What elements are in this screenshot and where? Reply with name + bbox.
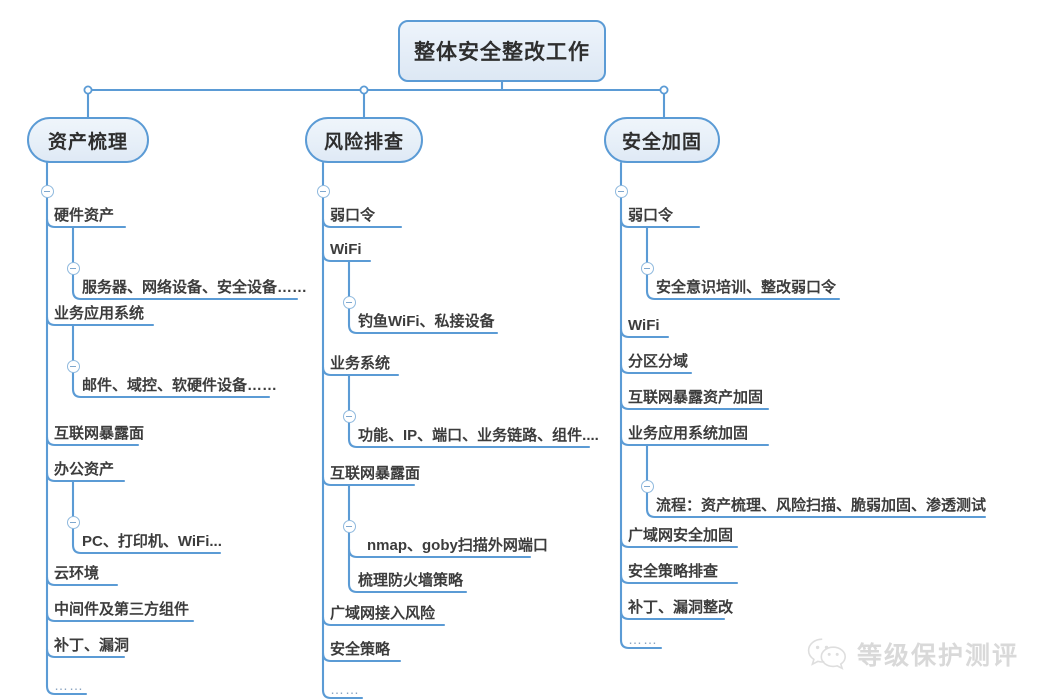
branch-node-label: 资产梳理	[47, 131, 128, 153]
collapse-toggle-asset-trunk[interactable]	[40, 185, 54, 198]
junction-dot	[83, 85, 93, 95]
collapse-toggle-risk-trunk[interactable]	[316, 185, 330, 198]
topic-wifi-hardening[interactable]: WiFi	[628, 317, 660, 334]
junction-dot	[359, 85, 369, 95]
topic-office-assets[interactable]: 办公资产	[54, 461, 115, 478]
branch-node-risk-investigation[interactable]: 风险排查	[305, 117, 423, 163]
topic-port-scan-detail[interactable]: nmap、goby扫描外网端口	[367, 537, 548, 554]
topic-patch-vulnerability-remediation[interactable]: 补丁、漏洞整改	[628, 599, 734, 616]
topic-business-application-systems[interactable]: 业务应用系统	[54, 305, 145, 322]
topic-wan-access-risk[interactable]: 广域网接入风险	[330, 605, 436, 622]
collapse-toggle-hardware-assets[interactable]	[66, 262, 80, 275]
topic-office-assets-detail[interactable]: PC、打印机、WiFi...	[82, 533, 222, 550]
topic-internet-exposure-surface[interactable]: 互联网暴露面	[54, 425, 145, 442]
watermark: 等级保护测评	[806, 636, 1019, 672]
collapse-toggle-hardening-trunk[interactable]	[614, 185, 628, 198]
collapse-toggle-weak-password-hardening[interactable]	[640, 262, 654, 275]
topic-business-application-hardening[interactable]: 业务应用系统加固	[628, 425, 749, 442]
topic-awareness-training-detail[interactable]: 安全意识培训、整改弱口令	[656, 279, 837, 296]
topic-patches-vulnerabilities[interactable]: 补丁、漏洞	[54, 637, 130, 654]
branch-node-asset-inventory[interactable]: 资产梳理	[27, 117, 149, 163]
root-node-label: 整体安全整改工作	[414, 41, 590, 64]
topic-more-ellipsis[interactable]: ……	[628, 631, 658, 647]
junction-dot	[659, 85, 669, 95]
topic-wifi-detail[interactable]: 钓鱼WiFi、私接设备	[358, 313, 495, 330]
topic-more-ellipsis[interactable]: ……	[330, 681, 360, 697]
topic-internet-exposure-surface-risk[interactable]: 互联网暴露面	[330, 465, 421, 482]
topic-wan-security-hardening[interactable]: 广域网安全加固	[628, 527, 734, 544]
topic-hardening-process-detail[interactable]: 流程：资产梳理、风险扫描、脆弱加固、渗透测试	[656, 497, 987, 514]
collapse-toggle-office-assets[interactable]	[66, 516, 80, 529]
wechat-icon	[807, 638, 847, 670]
topic-hardware-assets-detail[interactable]: 服务器、网络设备、安全设备……	[82, 279, 308, 296]
collapse-toggle-wifi[interactable]	[342, 296, 356, 309]
topic-weak-password[interactable]: 弱口令	[330, 207, 376, 224]
topic-wifi[interactable]: WiFi	[330, 241, 362, 258]
branch-node-security-hardening[interactable]: 安全加固	[604, 117, 720, 163]
topic-security-policy[interactable]: 安全策略	[330, 641, 391, 658]
topic-firewall-policy-detail[interactable]: 梳理防火墙策略	[358, 572, 464, 589]
collapse-toggle-business-application-systems[interactable]	[66, 360, 80, 373]
topic-business-systems-detail[interactable]: 功能、IP、端口、业务链路、组件....	[358, 427, 599, 444]
collapse-toggle-business-systems[interactable]	[342, 410, 356, 423]
topic-cloud-environment[interactable]: 云环境	[54, 565, 100, 582]
branch-node-label: 风险排查	[323, 131, 404, 153]
topic-more-ellipsis[interactable]: ……	[54, 677, 84, 693]
topic-business-systems[interactable]: 业务系统	[330, 355, 391, 372]
topic-business-application-systems-detail[interactable]: 邮件、域控、软硬件设备……	[82, 377, 278, 394]
collapse-toggle-business-application-hardening[interactable]	[640, 480, 654, 493]
topic-internet-exposed-asset-hardening[interactable]: 互联网暴露资产加固	[628, 389, 764, 406]
topic-zone-partitioning[interactable]: 分区分域	[628, 353, 689, 370]
topic-weak-password-hardening[interactable]: 弱口令	[628, 207, 674, 224]
collapse-toggle-internet-exposure[interactable]	[342, 520, 356, 533]
topic-middleware-third-party[interactable]: 中间件及第三方组件	[54, 601, 190, 618]
topic-security-policy-review[interactable]: 安全策略排查	[628, 563, 719, 580]
branch-node-label: 安全加固	[621, 131, 702, 153]
topic-hardware-assets[interactable]: 硬件资产	[54, 207, 115, 224]
watermark-text: 等级保护测评	[857, 642, 1020, 670]
root-node[interactable]: 整体安全整改工作	[398, 20, 606, 82]
